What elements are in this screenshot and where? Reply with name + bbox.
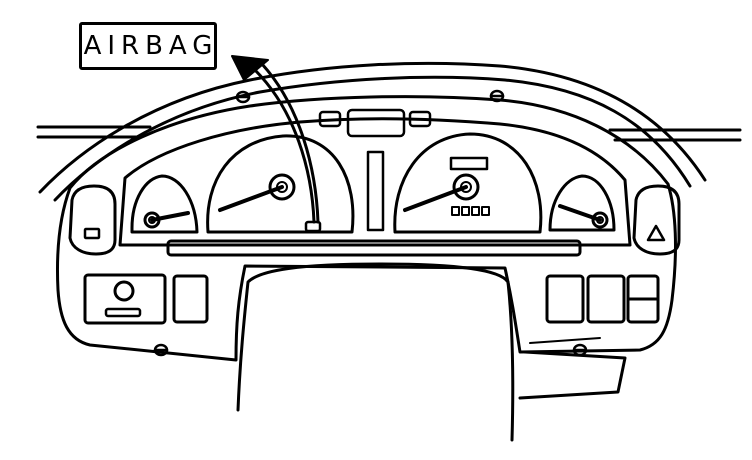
airbag-warning-lamp-icon <box>83 227 101 240</box>
temperature-gauge <box>548 174 616 232</box>
dashboard-trim <box>36 125 742 142</box>
cluster-hood-inner <box>53 75 692 202</box>
speedometer <box>206 134 355 234</box>
right-switch-panel <box>545 274 660 324</box>
left-lamp-housing <box>68 184 117 256</box>
airbag-callout-label: AIRBAG <box>79 22 217 70</box>
center-indicator-bar <box>318 108 432 232</box>
steering-column-shroud <box>236 262 515 442</box>
odometer-strip <box>166 239 582 257</box>
left-switch-panel <box>83 273 209 325</box>
tachometer <box>393 132 543 234</box>
hazard-triangle-icon <box>646 224 666 242</box>
cluster-hood-outer <box>38 61 707 194</box>
cluster-bezel <box>56 95 677 362</box>
right-lamp-housing <box>632 184 681 256</box>
airbag-callout-arrow <box>231 55 320 224</box>
bottom-screws <box>153 343 588 357</box>
lower-trim <box>518 337 627 400</box>
fuel-gauge <box>130 174 199 234</box>
